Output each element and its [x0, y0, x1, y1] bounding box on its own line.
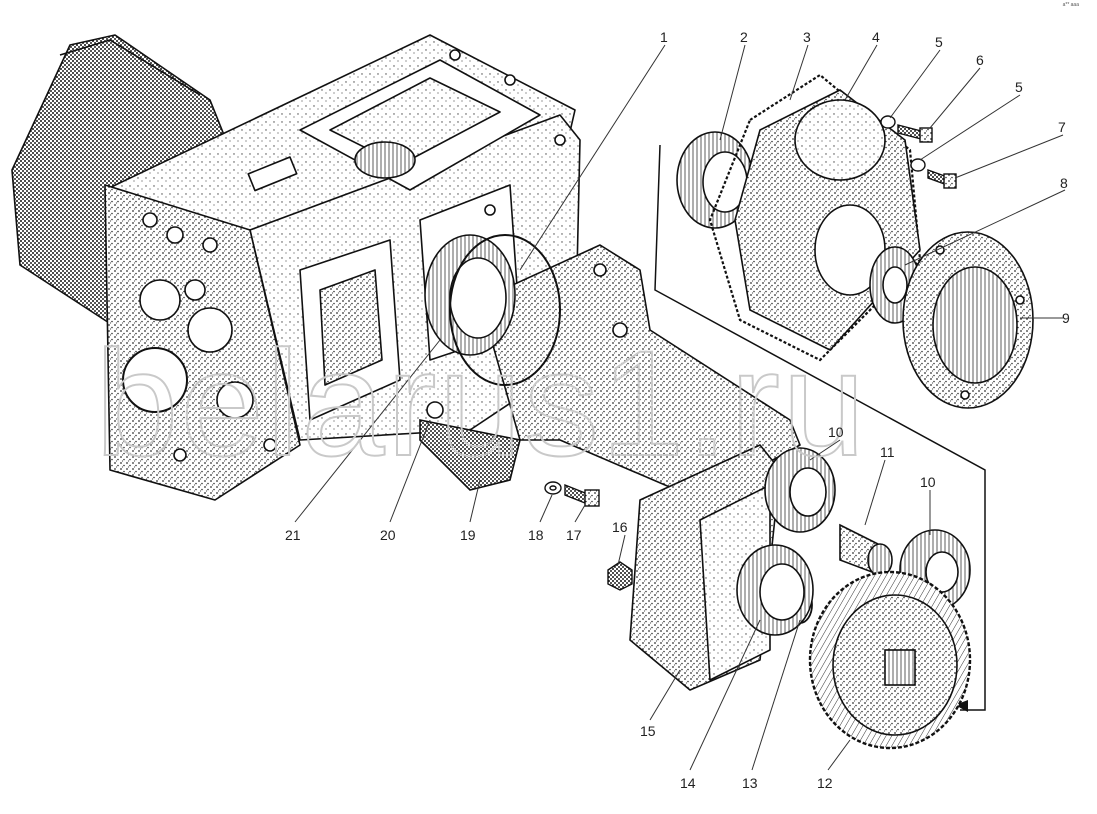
assembly-bracket-line	[654, 144, 986, 711]
callout-6: 6	[976, 52, 984, 68]
gasket-3	[708, 73, 922, 362]
bolt-17	[564, 483, 600, 507]
flange-9	[902, 231, 1034, 409]
callout-14: 14	[680, 775, 696, 791]
callout-20: 20	[380, 527, 396, 543]
washer-5-lower	[910, 158, 926, 172]
callout-2: 2	[740, 29, 748, 45]
callout-19: 19	[460, 527, 476, 543]
callout-10-right: 10	[920, 474, 936, 490]
watermark: belarus1.ru	[95, 319, 867, 487]
shaft-11	[839, 523, 893, 577]
callout-17: 17	[566, 527, 582, 543]
callout-1: 1	[660, 29, 668, 45]
callout-10-center: 10	[828, 424, 844, 440]
callout-5-upper: 5	[935, 34, 943, 50]
washer-18	[544, 481, 562, 495]
gear-12	[808, 570, 972, 750]
washer-5-upper	[880, 115, 896, 129]
callout-5-lower: 5	[1015, 79, 1023, 95]
callout-9: 9	[1062, 310, 1070, 326]
callout-18: 18	[528, 527, 544, 543]
bolt-7	[927, 169, 957, 189]
callout-labels: 1 2 3 4 5 6 5 7 8 9 10 11 10 12 13 14 15…	[285, 29, 1070, 791]
callout-3: 3	[803, 29, 811, 45]
arrow-head	[955, 700, 968, 712]
callout-12: 12	[817, 775, 833, 791]
bolt-6	[897, 124, 933, 143]
callout-15: 15	[640, 723, 656, 739]
bearing-21	[424, 234, 561, 386]
callout-7: 7	[1058, 119, 1066, 135]
bearing-10-center	[764, 447, 836, 533]
transmission-housing	[11, 34, 581, 501]
bearing-14	[736, 544, 814, 636]
corner-mark: a** aaa	[1062, 2, 1079, 8]
callout-21: 21	[285, 527, 301, 543]
bracket-19	[419, 401, 521, 491]
leader-lines	[294, 44, 1066, 771]
callout-13: 13	[742, 775, 758, 791]
callout-4: 4	[872, 29, 880, 45]
callout-16: 16	[612, 519, 628, 535]
callout-11: 11	[880, 444, 895, 460]
bearing-2	[676, 131, 754, 229]
callout-8: 8	[1060, 175, 1068, 191]
plug-16	[607, 561, 633, 591]
